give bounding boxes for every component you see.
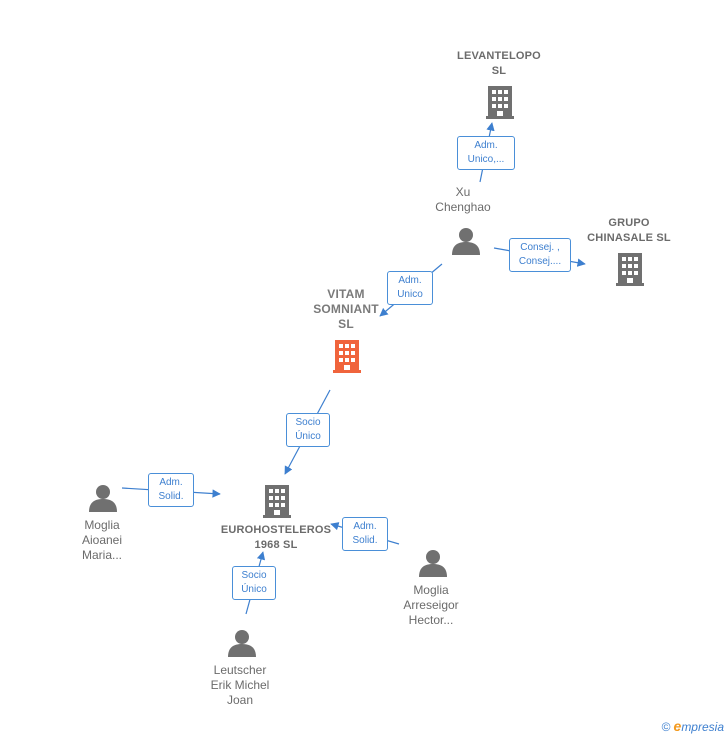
company-label-vitam[interactable]: VITAM SOMNIANT SL (313, 287, 379, 331)
person-icon-leutscher (228, 630, 256, 657)
relation-arreseigor-euro[interactable]: Adm. Solid. (342, 517, 388, 551)
person-label-arreseigor[interactable]: Moglia Arreseigor Hector... (403, 583, 459, 627)
relation-leutscher-euro[interactable]: Socio Único (232, 566, 276, 600)
person-icon-xu (452, 228, 480, 255)
empresia-logo[interactable]: ©empresia (662, 718, 724, 734)
relation-xu-vitam[interactable]: Adm. Unico (387, 271, 433, 305)
relation-xu-levantelopo[interactable]: Adm. Unico,... (457, 136, 515, 170)
person-label-xu[interactable]: Xu Chenghao (435, 185, 491, 214)
relation-xu-grupo[interactable]: Consej. , Consej.... (509, 238, 571, 272)
company-label-grupo[interactable]: GRUPO CHINASALE SL (587, 217, 671, 244)
building-icon-levantelopo (486, 86, 514, 119)
person-icon-aioanei (89, 485, 117, 512)
relation-aioanei-euro[interactable]: Adm. Solid. (148, 473, 194, 507)
person-label-aioanei[interactable]: Moglia Aioanei Maria... (81, 518, 123, 562)
company-label-euro[interactable]: EUROHOSTELEROS 1968 SL (220, 524, 332, 551)
person-icon-arreseigor (419, 550, 447, 577)
copyright-symbol: © (661, 720, 671, 734)
building-icon-grupo (616, 253, 644, 286)
relation-vitam-euro[interactable]: Socio Único (286, 413, 330, 447)
person-label-leutscher[interactable]: Leutscher Erik Michel Joan (210, 663, 270, 707)
building-icon-euro (263, 485, 291, 518)
brand-name: mpresia (681, 720, 724, 734)
brand-initial: e (673, 718, 682, 734)
building-icon-vitam (333, 340, 361, 373)
company-label-levantelopo[interactable]: LEVANTELOPO SL (457, 50, 541, 77)
